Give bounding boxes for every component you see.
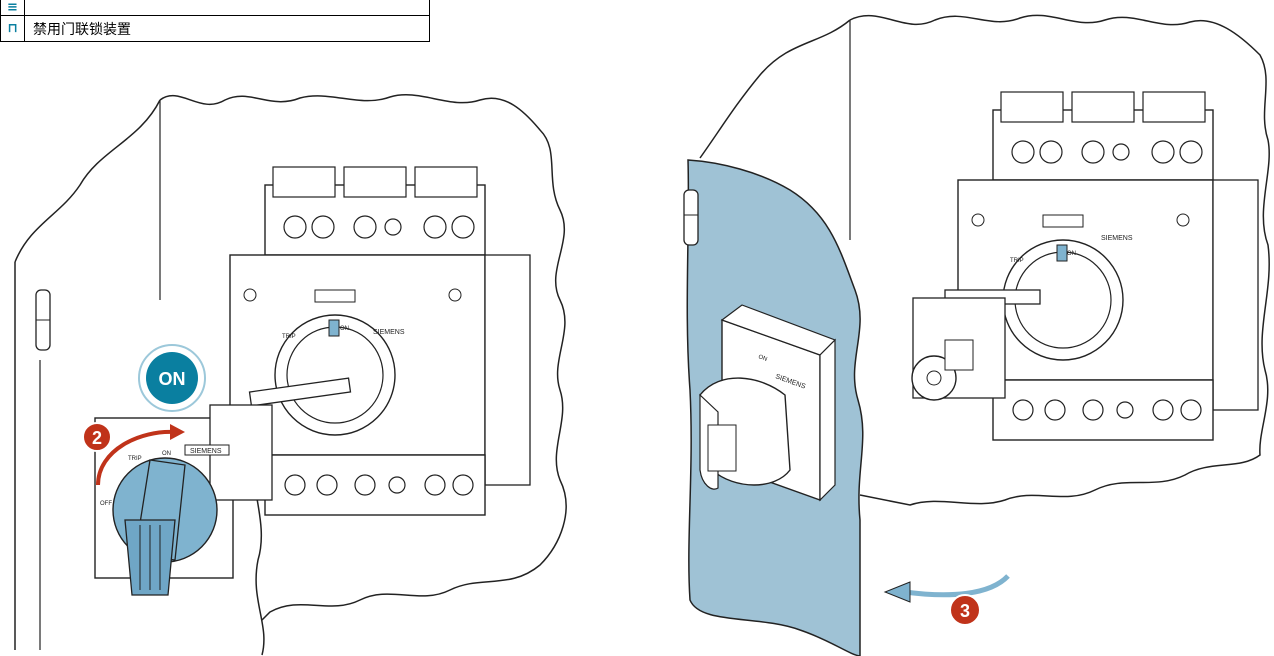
door-open-arrow-icon [904,574,1010,598]
handle-off-label: OFF [100,501,112,507]
rotate-arrow-icon [96,429,176,486]
on-badge-label: ON [159,369,186,389]
step-2-badge: 2 [82,422,112,452]
handle-on-label: ON [162,451,171,457]
legend-table: ≡ ⊓ 禁用门联锁装置 [0,0,430,42]
interlock-icon: ⊓ [0,15,25,42]
brand-label: SIEMENS [1101,235,1133,242]
cabinet-outline [159,94,567,621]
open-door: SIEMENS ON [683,159,864,656]
on-badge: ON [138,344,206,412]
dial-trip-label: TRIP [1010,258,1024,264]
door-handle-assembly-left: SIEMENS TRIP ON OFF [94,404,273,656]
right-panel: ON TRIP SIEMENS SIEMENS ON [683,14,1270,656]
circuit-breaker-left [229,166,531,516]
cabinet-outline [849,14,1270,506]
hinge-icon [683,189,699,246]
dial-trip-label: TRIP [282,334,296,340]
extension-shaft [248,377,352,407]
handle-brand-label: SIEMENS [190,448,222,455]
brand-label: SIEMENS [373,329,405,336]
interlock-module [911,289,1041,401]
dial-on-label: ON [1067,251,1076,257]
handle-trip-label: TRIP [128,456,142,462]
door-on-label: ON [757,354,768,363]
left-panel: ON TRIP SIEMENS SIEMENS TRIP ON OFF [14,94,567,656]
dial-on-label: ON [340,326,349,332]
legend-text: 禁用门联锁装置 [24,15,430,42]
step-2-label: 2 [92,428,102,448]
step-3-label: 3 [960,601,970,621]
step-3-badge: 3 [949,594,981,626]
legend-row: ⊓ 禁用门联锁装置 [0,15,430,42]
